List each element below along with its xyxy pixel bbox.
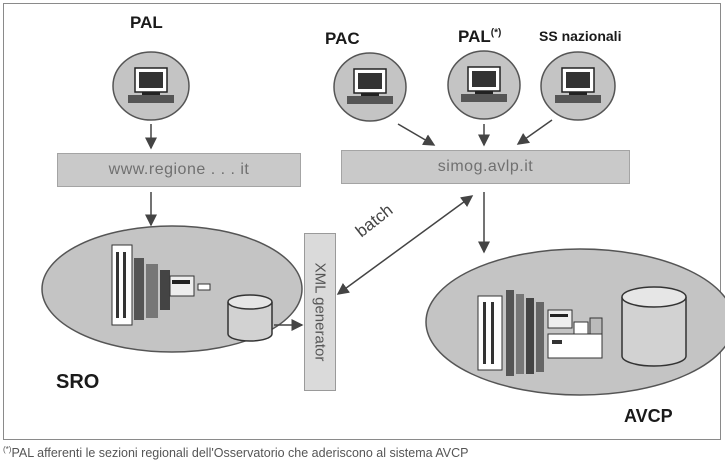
arrow-ss-to-simog — [516, 119, 553, 145]
pal-left-computer-icon — [112, 51, 190, 121]
avcp-database-icon — [621, 286, 687, 367]
regione-bar: www.regione . . . it — [57, 153, 301, 187]
label-pal-center-text: PAL — [458, 27, 491, 46]
label-pac: PAC — [325, 29, 360, 48]
label-ss-nazionali: SS nazionali — [539, 28, 622, 44]
simog-bar: simog.avlp.it — [341, 150, 630, 184]
label-sro: SRO — [56, 371, 100, 393]
ss-nazionali-computer-icon — [540, 51, 616, 121]
label-avcp: AVCP — [624, 406, 673, 426]
batch-arrow — [336, 195, 474, 295]
footnote: (*)PAL afferenti le sezioni regionali de… — [3, 445, 468, 460]
pal-center-computer-icon — [447, 50, 521, 120]
footnote-text: PAL afferenti le sezioni regionali dell'… — [11, 446, 469, 461]
arrow-pac-to-simog — [397, 123, 436, 146]
label-pal-left: PAL — [130, 13, 163, 32]
footnote-mark: (*) — [3, 445, 12, 454]
pac-computer-icon — [333, 52, 407, 122]
label-pal-center: PAL(*) — [458, 27, 501, 47]
xml-generator-box: XML generator — [304, 233, 336, 391]
label-pal-center-mark: (*) — [490, 27, 502, 39]
sro-database-icon — [227, 294, 273, 342]
xml-generator-label: XML generator — [311, 262, 329, 362]
